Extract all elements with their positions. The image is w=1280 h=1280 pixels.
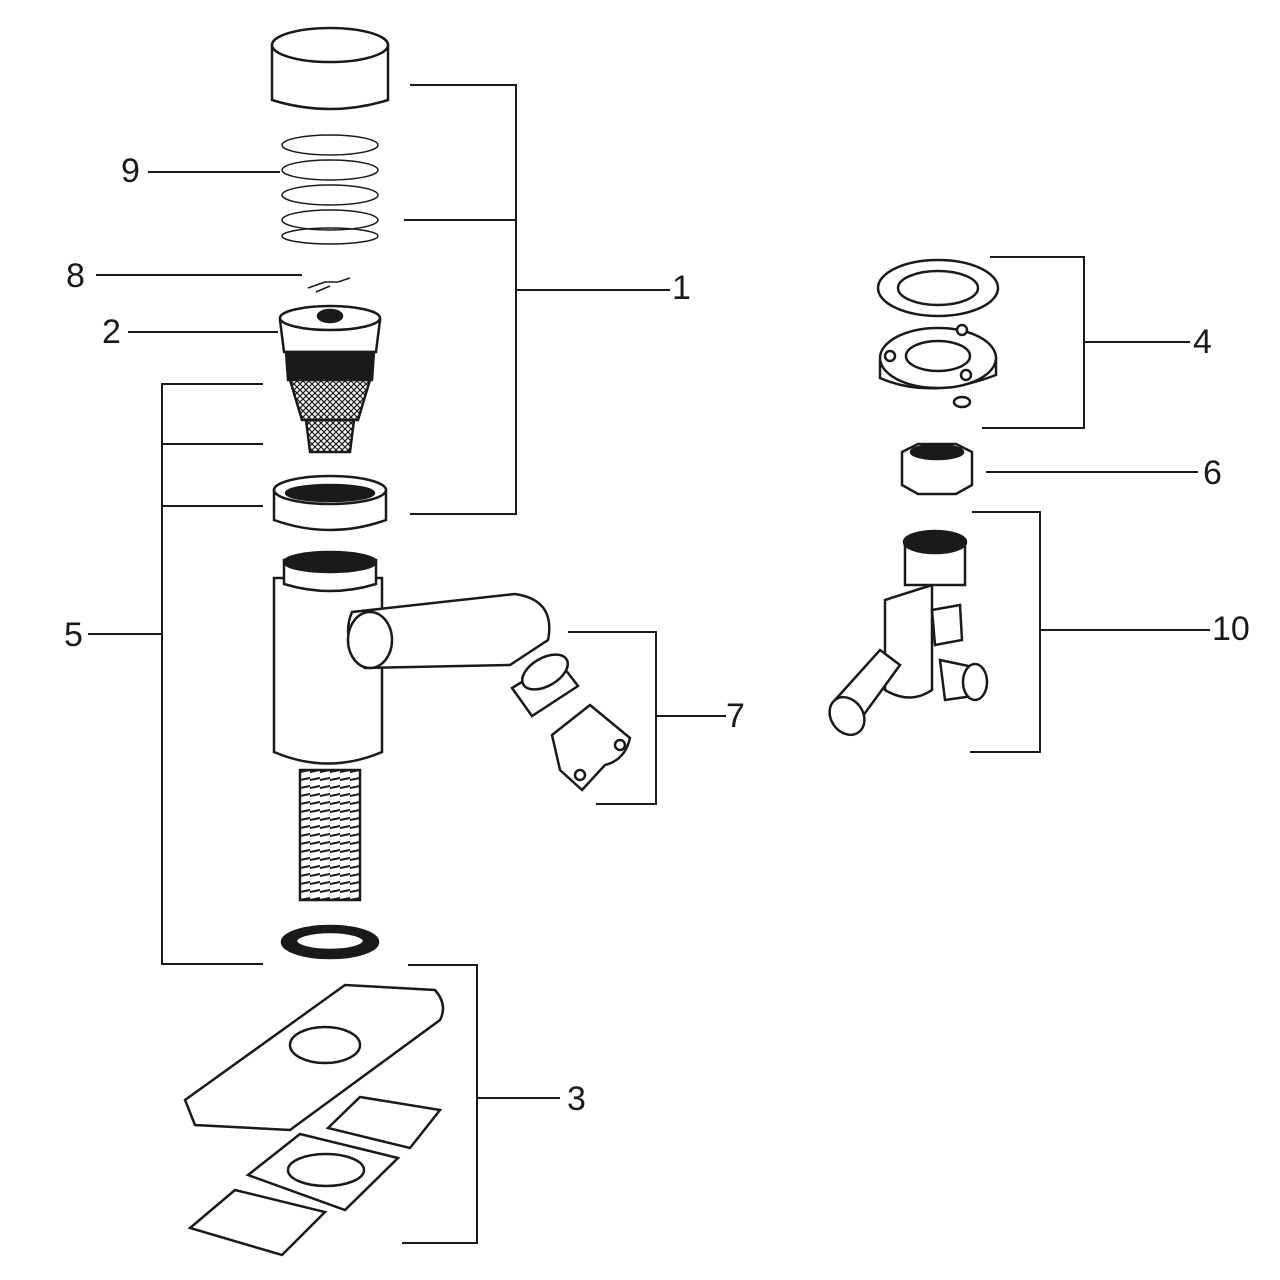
callout-10: 10 — [1212, 610, 1250, 648]
callout-6: 6 — [1203, 454, 1222, 492]
leader-lines — [88, 84, 1210, 1244]
callout-9: 9 — [121, 152, 140, 190]
push-button-cap — [270, 26, 390, 111]
ring-nut — [272, 474, 388, 532]
flange-set — [876, 258, 1000, 409]
callout-2: 2 — [102, 313, 121, 351]
aerator-assembly — [510, 653, 632, 792]
callout-1: 1 — [672, 269, 691, 307]
faucet-body — [272, 550, 551, 902]
callout-4: 4 — [1193, 323, 1212, 361]
hex-nut — [900, 442, 974, 496]
mounting-washer — [280, 924, 380, 960]
cartridge — [278, 304, 382, 454]
clip — [307, 277, 351, 293]
callout-5: 5 — [64, 616, 83, 654]
callout-7: 7 — [726, 697, 745, 735]
spring — [281, 134, 379, 245]
escutcheon-plate — [183, 983, 445, 1257]
callout-8: 8 — [66, 257, 85, 295]
stop-valve — [828, 529, 989, 737]
callout-3: 3 — [567, 1080, 586, 1118]
